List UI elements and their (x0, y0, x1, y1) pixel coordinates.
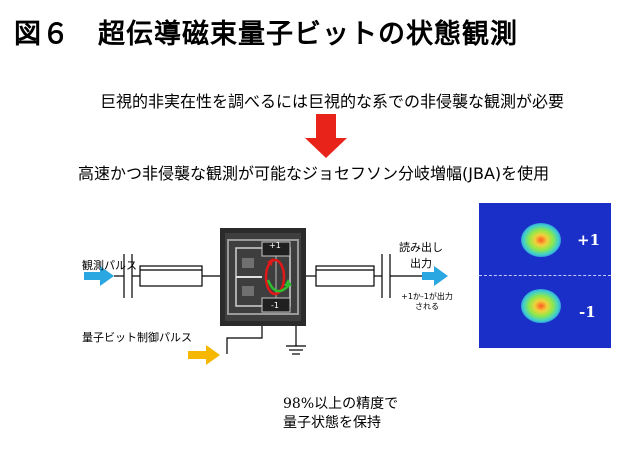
readout-histogram: +1 -1 (479, 203, 611, 348)
control-pulse-arrow-icon (188, 345, 220, 365)
input-pulse-label: 観測パルス (82, 259, 137, 272)
minus-state-distribution (521, 289, 561, 323)
loop-label-minus: -1 (271, 301, 279, 310)
page-title: 図６ 超伝導磁束量子ビットの状態観測 (14, 19, 518, 50)
loop-label-plus: +1 (269, 241, 281, 250)
qubit-chip (220, 228, 306, 326)
ground-icon (286, 345, 306, 355)
input-pulse-arrow-icon (84, 266, 114, 286)
input-transmission-line (114, 254, 220, 298)
result-line-1: 98%以上の精度で (283, 396, 399, 412)
plus-state-distribution (521, 223, 561, 257)
control-line (226, 326, 297, 354)
requirement-statement: 巨視的非実在性を調べるには巨視的な系での非侵襲な観測が必要 (100, 92, 565, 111)
result-line-2: 量子状態を保持 (283, 415, 381, 431)
down-arrow-icon (305, 114, 347, 158)
readout-output-note: +1か-1が出力される (401, 292, 453, 311)
histogram-divider (479, 275, 611, 276)
output-transmission-line (306, 254, 422, 298)
readout-output-label: 読み出し出力 (399, 241, 443, 270)
state-label-plus: +1 (577, 231, 601, 249)
state-label-minus: -1 (579, 303, 596, 321)
readout-arrow-icon (422, 266, 448, 286)
result-statement: 98%以上の精度で 量子状態を保持 (283, 395, 398, 433)
method-statement: 高速かつ非侵襲な観測が可能なジョセフソン分岐増幅(JBA)を使用 (78, 164, 550, 183)
control-pulse-label: 量子ビット制御パルス (82, 331, 192, 344)
